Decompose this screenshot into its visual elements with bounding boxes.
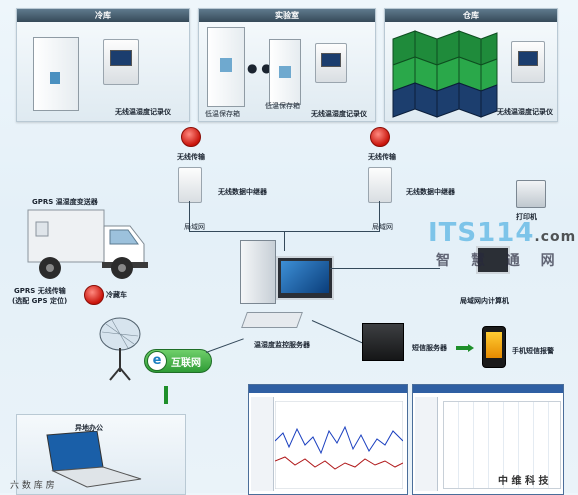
- temperature-logger-device: [315, 43, 347, 83]
- server-to-sms: [311, 320, 366, 345]
- remote-office-label: 异地办公: [75, 424, 103, 432]
- panel-cold-storage: 冷库 无线温湿度记录仪: [16, 8, 190, 122]
- internet-e-icon: e: [147, 351, 167, 371]
- right-lan-vertical: [379, 201, 380, 231]
- cold-storage-logger-label: 无线温湿度记录仪: [115, 108, 171, 116]
- printer-label: 打印机: [516, 213, 537, 221]
- server-label: 温湿度监控服务器: [254, 341, 310, 349]
- panel-lab: 实验室 ● ● ● 低温保存箱 低温保存箱 无线温湿度记录仪: [198, 8, 376, 122]
- panel-title-lab: 实验室: [199, 9, 375, 22]
- satellite-dish-icon: [99, 317, 141, 381]
- internet-to-server: [205, 338, 244, 353]
- lab-logger-label: 无线温湿度记录仪: [311, 110, 367, 118]
- truck-label: 冷藏车: [106, 291, 127, 299]
- low-temp-box-1: [207, 27, 245, 107]
- sms-server-label: 短信服务器: [412, 344, 447, 352]
- left-lan-vertical: [189, 201, 190, 231]
- wireless-repeater-device: [368, 167, 392, 203]
- gprs-transmitter-label: GPRS 温湿度变送器: [32, 198, 98, 206]
- footer-right: 中 维 科 技: [498, 476, 549, 487]
- right-lan-label: 局域网: [372, 223, 393, 231]
- server-tower: [240, 240, 276, 304]
- arrow-right-shaft: [456, 346, 468, 350]
- printer-icon: [516, 180, 546, 208]
- server-monitor: [276, 256, 334, 300]
- laptop-icon: [46, 431, 142, 488]
- lan-to-server: [284, 231, 285, 251]
- right-wireless-tx-label: 无线传输: [368, 153, 396, 161]
- internet-badge: e 互联网: [144, 349, 212, 373]
- panel-title-warehouse: 仓库: [385, 9, 557, 22]
- refrigerated-truck: [27, 209, 148, 279]
- right-repeater-label: 无线数据中继器: [406, 188, 455, 196]
- gprs-tx-line2: (选配 GPS 定位): [12, 297, 68, 305]
- remote-office-panel: 异地办公: [16, 414, 186, 495]
- lan-computer-monitor: [476, 246, 510, 274]
- lan-computer-label: 局域网内计算机: [460, 297, 509, 305]
- low-temp-box-2: [269, 39, 301, 105]
- wireless-signal-icon: [84, 285, 104, 305]
- low-temp-box-2-label: 低温保存箱: [265, 102, 300, 110]
- wireless-repeater-device: [178, 167, 202, 203]
- sms-server-box: [362, 323, 404, 361]
- vertical-arrow-icon: [164, 386, 168, 404]
- server-keyboard: [241, 312, 303, 328]
- monitor-software-screen-2: [412, 384, 564, 495]
- watermark-cn: 智 慧 通 网: [436, 253, 563, 269]
- temperature-logger-device: [511, 41, 545, 83]
- arrow-right-icon: [468, 344, 474, 352]
- trend-chart: [275, 401, 403, 489]
- left-wireless-tx-label: 无线传输: [177, 153, 205, 161]
- wireless-signal-icon: [370, 127, 390, 147]
- internet-label: 互联网: [171, 358, 201, 369]
- low-temp-box-1-label: 低温保存箱: [205, 110, 240, 118]
- panel-title-cold-storage: 冷库: [17, 9, 189, 22]
- left-repeater-label: 无线数据中继器: [218, 188, 267, 196]
- phone-icon: [482, 326, 506, 368]
- monitor-software-screen-1: [248, 384, 408, 495]
- footer-left: 六 数 库 房: [10, 481, 55, 491]
- left-lan-label: 局域网: [184, 223, 205, 231]
- cold-storage-door: [33, 37, 79, 111]
- warehouse-logger-label: 无线温湿度记录仪: [497, 108, 553, 116]
- temperature-logger-device: [103, 39, 139, 85]
- watermark-brand: ITS114.com: [428, 218, 576, 248]
- phone-label: 手机短信报警: [512, 347, 554, 355]
- watermark-brand-text: ITS114: [428, 218, 535, 248]
- wireless-signal-icon: [181, 127, 201, 147]
- watermark-domain: .com: [534, 229, 577, 245]
- panel-warehouse: 仓库 无线温湿度记录仪: [384, 8, 558, 122]
- lan-to-computer: [330, 268, 440, 269]
- gprs-tx-line1: GPRS 无线传输: [14, 287, 66, 295]
- warehouse-crates: [392, 30, 498, 118]
